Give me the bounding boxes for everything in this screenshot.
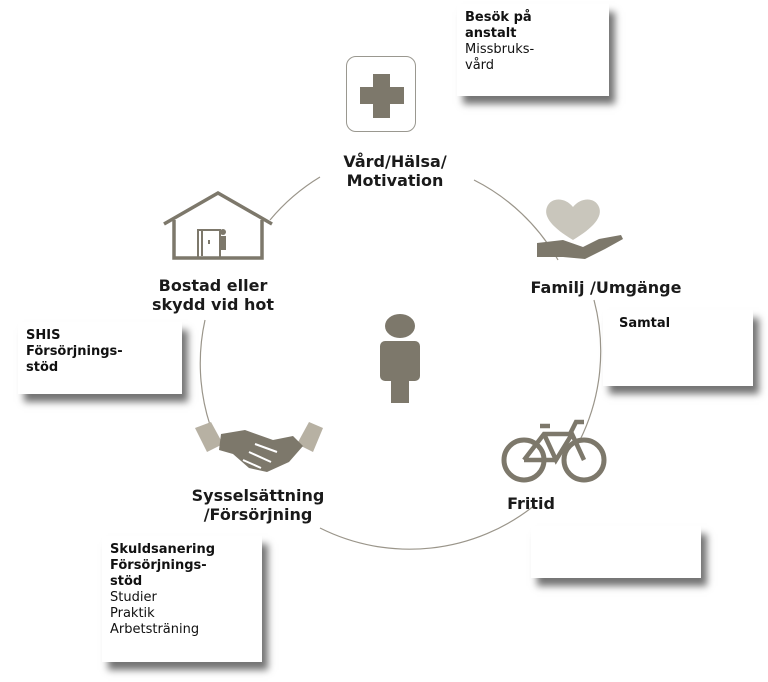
bicycle-icon (501, 419, 607, 483)
person-icon (380, 314, 420, 403)
node-label-leisure: Fritid (507, 494, 555, 513)
node-label-family: Familj /Umgänge (530, 278, 682, 297)
node-label-housing: Bostad eller skydd vid hot (151, 276, 275, 314)
handshake-icon (195, 422, 323, 472)
house-icon (163, 190, 273, 260)
node-label-employment: Sysselsättning /Försörjning (191, 486, 325, 524)
card-housing: SHIS Försörjnings- stöd (18, 322, 182, 394)
card-family: Samtal (603, 310, 753, 386)
heart-in-hand-icon (537, 199, 623, 259)
card-health: Besök på anstalt Missbruks- vård (457, 4, 609, 96)
card-leisure (531, 526, 701, 578)
card-employment: Skuldsanering Försörjnings- stöd Studier… (102, 536, 262, 662)
medical-cross-icon (346, 56, 416, 132)
node-label-health: Vård/Hälsa/ Motivation (343, 152, 447, 190)
